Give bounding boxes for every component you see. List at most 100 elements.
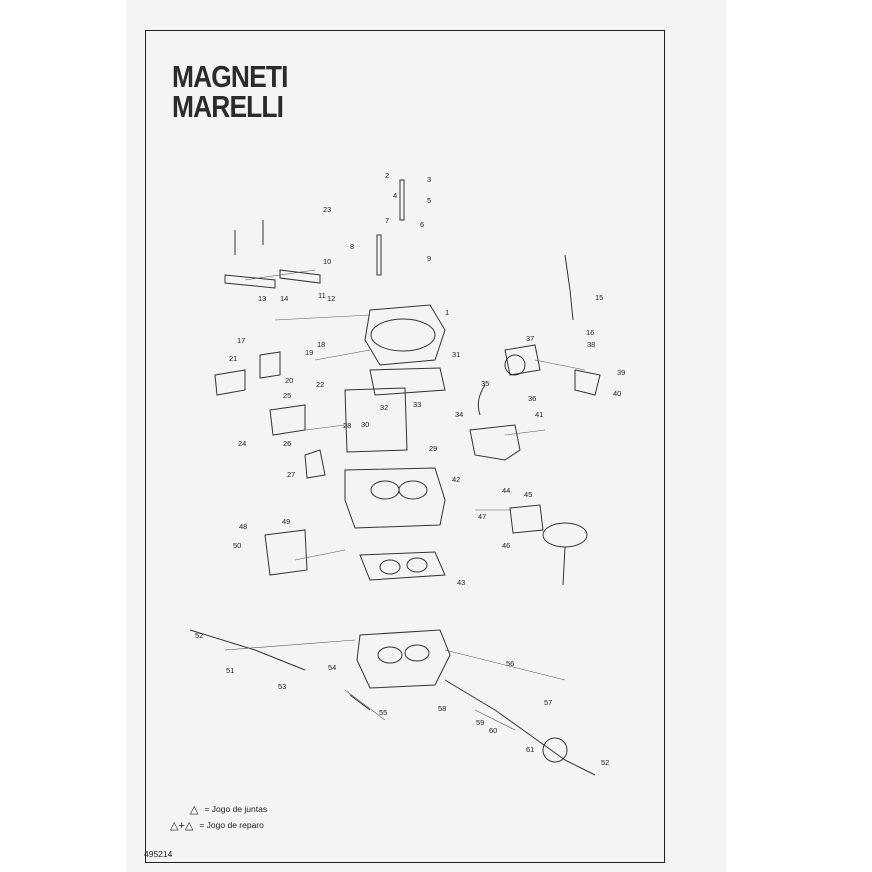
part-number-label: 49 <box>282 517 290 526</box>
part-number-label: 57 <box>544 698 552 707</box>
part-number-label: 56 <box>506 659 514 668</box>
gasket-hole-right <box>406 557 428 573</box>
part-number-label: 11 <box>318 291 326 300</box>
gasket-hole-left <box>379 559 401 575</box>
part-number-label: 28 <box>343 421 351 430</box>
part-number-label: 32 <box>380 403 388 412</box>
pump-bracket <box>259 351 281 379</box>
part-number-label: 41 <box>535 410 543 419</box>
part-number-label: 51 <box>226 666 234 675</box>
part-number-label: 10 <box>323 257 331 266</box>
fuel-line <box>564 254 574 321</box>
part-number-label: 15 <box>595 293 603 302</box>
brand-line-2: MARELLI <box>172 89 284 124</box>
part-number-label: 61 <box>526 745 534 754</box>
vent-hose <box>477 384 486 416</box>
part-number-label: 29 <box>429 444 437 453</box>
vacuum-diaphragm <box>542 522 588 548</box>
part-number-label: 19 <box>305 348 313 357</box>
part-number-label: 1 <box>445 308 449 317</box>
part-number-label: 43 <box>457 578 465 587</box>
choke-lever <box>574 369 601 396</box>
part-number-label: 33 <box>413 400 421 409</box>
throttle-bore-left <box>377 646 403 664</box>
repair-symbol-icon: △+△ <box>170 819 194 832</box>
gasket-symbol-icon: △ <box>190 803 199 816</box>
part-number-label: 2 <box>385 171 389 180</box>
part-number-label: 47 <box>478 512 486 521</box>
throttle-shaft-left <box>189 629 306 671</box>
part-number-label: 44 <box>502 486 510 495</box>
solenoid-right <box>262 220 321 284</box>
brand-line-1: MAGNETI <box>172 59 288 94</box>
enrichment-valve <box>264 529 308 576</box>
throttle-body <box>356 629 451 689</box>
part-number-label: 6 <box>420 220 424 229</box>
choke-housing <box>504 344 541 376</box>
part-number-label: 23 <box>323 205 331 214</box>
leader-lines <box>224 269 586 731</box>
part-number-label: 20 <box>285 376 293 385</box>
idle-jet-group <box>344 387 408 453</box>
part-number-label: 4 <box>393 191 397 200</box>
carburetor-top-cover <box>364 304 446 366</box>
part-number-label: 5 <box>427 196 431 205</box>
part-number-label: 34 <box>455 410 463 419</box>
idle-cutoff <box>304 449 326 479</box>
base-gasket <box>359 551 446 581</box>
part-number-label: 31 <box>452 350 460 359</box>
part-number-label: 14 <box>280 294 288 303</box>
part-number-label: 35 <box>481 379 489 388</box>
part-number-label: 52 <box>195 631 203 640</box>
float-pin <box>399 179 405 221</box>
document-number: 495214 <box>144 849 173 859</box>
throttle-bore-right <box>404 644 430 662</box>
part-number-label: 54 <box>328 663 336 672</box>
part-number-label: 58 <box>438 704 446 713</box>
document-sheet <box>126 0 726 872</box>
part-number-label: 37 <box>526 334 534 343</box>
part-number-label: 26 <box>283 439 291 448</box>
part-number-label: 25 <box>283 391 291 400</box>
barrel-left <box>370 480 400 500</box>
legend: △ = Jogo de juntas △+△ = Jogo de reparo <box>170 801 267 833</box>
part-number-label: 39 <box>617 368 625 377</box>
legend-repair-row: △+△ = Jogo de reparo <box>170 817 267 833</box>
idle-screw <box>349 694 371 711</box>
choke-diaphragm <box>504 354 526 376</box>
part-number-label: 55 <box>379 708 387 717</box>
brand-logo: MAGNETI MARELLI <box>172 59 288 124</box>
part-number-label: 3 <box>427 175 431 184</box>
part-number-label: 8 <box>350 242 354 251</box>
part-number-label: 21 <box>229 354 237 363</box>
part-number-label: 16 <box>586 328 594 337</box>
part-number-label: 60 <box>489 726 497 735</box>
part-number-label: 52 <box>601 758 609 767</box>
part-number-label: 40 <box>613 389 621 398</box>
part-number-label: 42 <box>452 475 460 484</box>
vacuum-bracket <box>509 504 544 534</box>
part-number-label: 7 <box>385 216 389 225</box>
vacuum-rod <box>562 546 566 586</box>
part-number-label: 17 <box>237 336 245 345</box>
page-frame <box>145 30 665 863</box>
part-number-label: 50 <box>233 541 241 550</box>
part-number-label: 48 <box>239 522 247 531</box>
part-number-label: 22 <box>316 380 324 389</box>
legend-gasket-row: △ = Jogo de juntas <box>170 801 267 817</box>
throttle-shaft-right <box>444 679 596 776</box>
part-number-label: 9 <box>427 254 431 263</box>
part-number-label: 12 <box>327 294 335 303</box>
part-number-label: 18 <box>317 340 325 349</box>
part-number-label: 30 <box>361 420 369 429</box>
part-number-label: 36 <box>528 394 536 403</box>
legend-gasket-text: = Jogo de juntas <box>204 804 268 814</box>
part-number-label: 38 <box>587 340 595 349</box>
needle-valve <box>376 234 382 276</box>
part-number-label: 24 <box>238 439 246 448</box>
part-number-label: 13 <box>258 294 266 303</box>
throttle-cam <box>469 424 521 461</box>
part-number-label: 46 <box>502 541 510 550</box>
barrel-right <box>398 480 428 500</box>
